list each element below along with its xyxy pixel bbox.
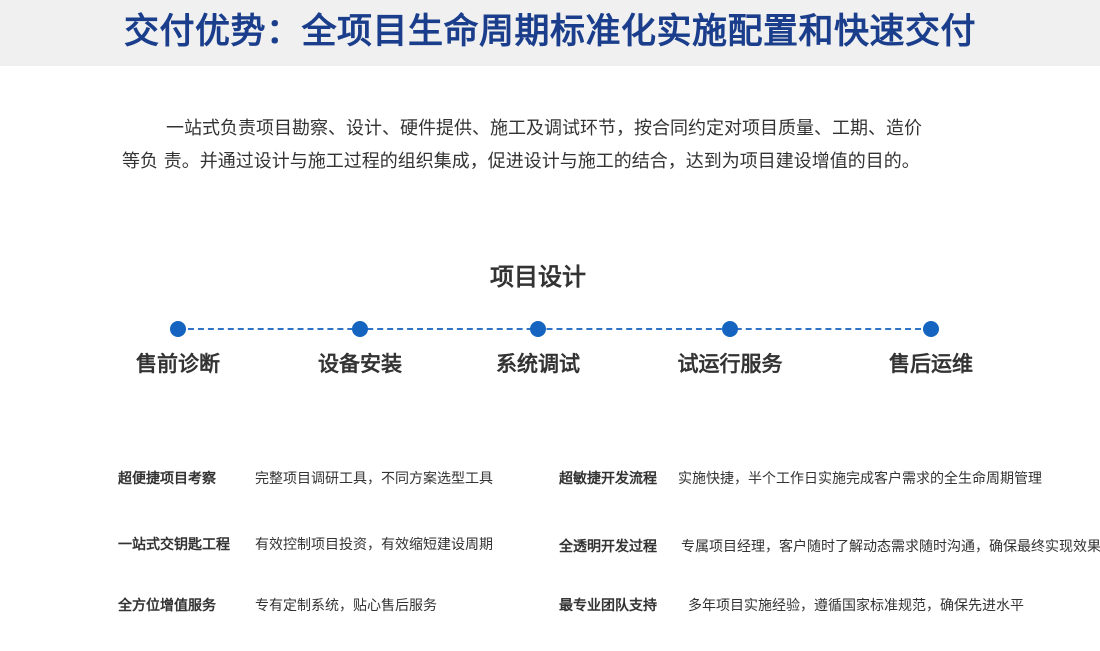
timeline-dot — [530, 321, 546, 337]
stage-label: 售前诊断 — [136, 352, 220, 376]
timeline-dashed-line — [178, 328, 931, 330]
feature-title: 全透明开发过程 — [559, 539, 657, 555]
timeline-stage-installation: 设备安装 — [280, 310, 440, 379]
section-heading: 项目设计 — [490, 263, 586, 291]
page-title: 交付优势：全项目生命周期标准化实施配置和快速交付 — [123, 12, 976, 52]
feature-description: 专属项目经理，客户随时了解动态需求随时沟通，确保最终实现效果 — [681, 539, 1100, 555]
feature-title: 全方位增值服务 — [118, 598, 216, 614]
timeline-stage-presales: 售前诊断 — [98, 310, 258, 379]
feature-description: 有效控制项目投资，有效缩短建设周期 — [255, 537, 493, 553]
feature-title: 超敏捷开发流程 — [559, 471, 657, 487]
feature-title: 超便捷项目考察 — [118, 471, 216, 487]
timeline-dot — [170, 321, 186, 337]
timeline-stage-after-sales: 售后运维 — [851, 310, 1011, 379]
timeline-stage-trial-run: 试运行服务 — [650, 310, 810, 379]
feature-title: 最专业团队支持 — [559, 598, 657, 614]
stage-label: 设备安装 — [318, 352, 402, 376]
feature-description: 专有定制系统，贴心售后服务 — [255, 598, 437, 614]
stage-label: 售后运维 — [889, 352, 973, 376]
feature-description: 实施快捷，半个工作日实施完成客户需求的全生命周期管理 — [678, 471, 1042, 487]
feature-title: 一站式交钥匙工程 — [118, 537, 230, 553]
intro-paragraph: 一站式负责项目勘察、设计、硬件提供、施工及调试环节，按合同约定对项目质量、工期、… — [122, 112, 1002, 178]
timeline-stage-debugging: 系统调试 — [458, 310, 618, 379]
stage-label: 系统调试 — [496, 352, 580, 376]
intro-line-2: 等负 责。并通过设计与施工过程的组织集成，促进设计与施工的结合，达到为项目建设增… — [122, 151, 920, 172]
stage-label: 试运行服务 — [677, 352, 783, 376]
title-bar — [0, 0, 1100, 66]
intro-line-1: 一站式负责项目勘察、设计、硬件提供、施工及调试环节，按合同约定对项目质量、工期、… — [166, 118, 922, 139]
timeline-dot — [722, 321, 738, 337]
timeline-dot — [352, 321, 368, 337]
feature-description: 完整项目调研工具，不同方案选型工具 — [255, 471, 493, 487]
feature-description: 多年项目实施经验，遵循国家标准规范，确保先进水平 — [688, 598, 1024, 614]
process-timeline: 售前诊断 设备安装 系统调试 试运行服务 售后运维 — [0, 310, 1100, 390]
timeline-dot — [923, 321, 939, 337]
